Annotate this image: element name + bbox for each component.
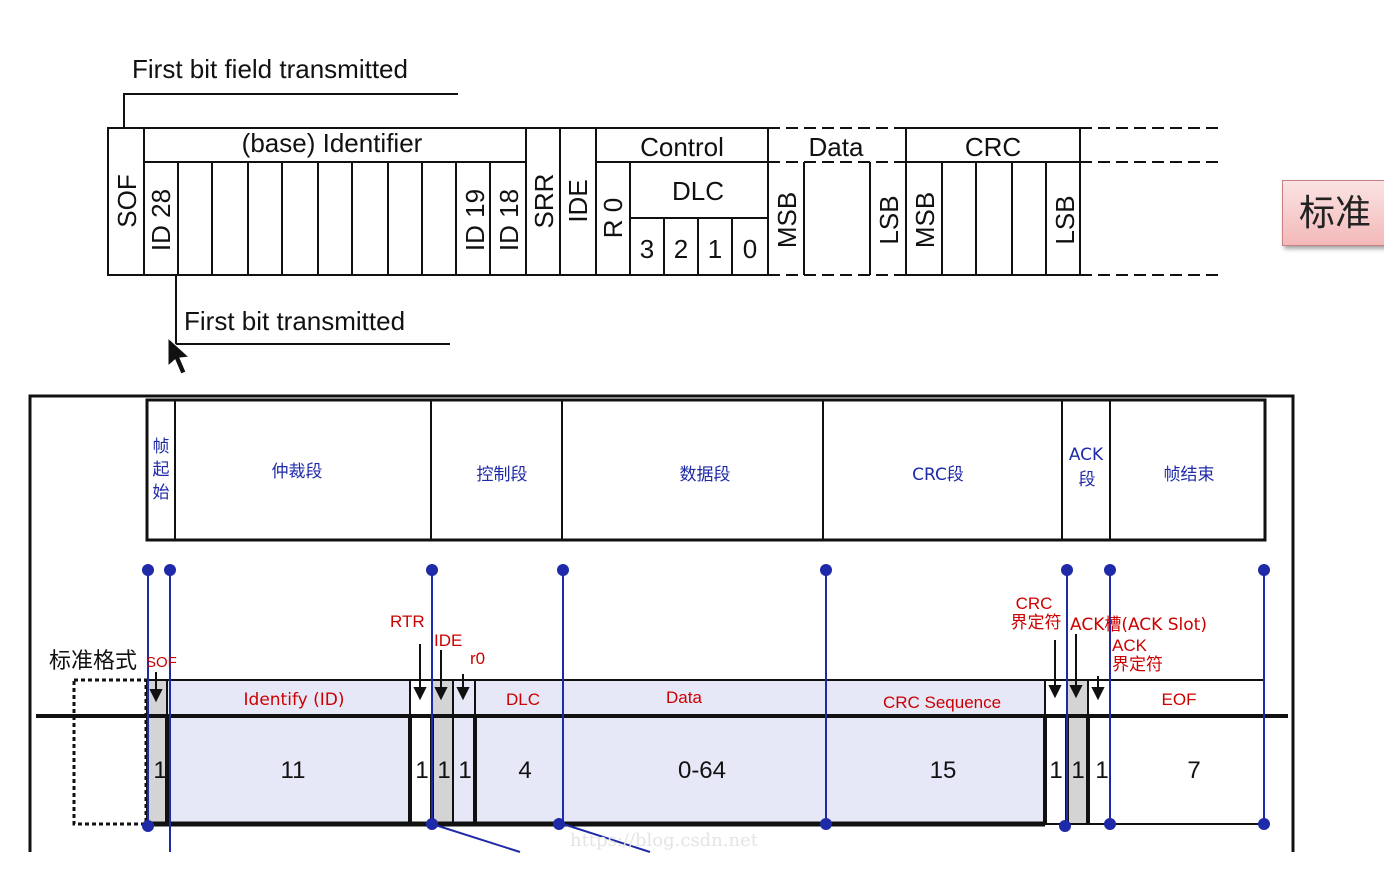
watermark: https://blog.csdn.net bbox=[570, 830, 759, 851]
rtr-bit-count: 1 bbox=[415, 757, 428, 784]
ack-slot-bit-count: 1 bbox=[1071, 757, 1084, 784]
id28-label: ID 28 bbox=[146, 189, 176, 251]
crc-msb-label: MSB bbox=[910, 192, 940, 248]
identify-field-label: Identify (ID) bbox=[244, 690, 345, 710]
ack-segment-label-1: ACK bbox=[1069, 445, 1104, 465]
bit-fields bbox=[72, 678, 1265, 826]
crc-delimiter-bit-count: 1 bbox=[1049, 757, 1062, 784]
base-identifier-label: (base) Identifier bbox=[242, 128, 423, 158]
data-segment-label: 数据段 bbox=[680, 465, 731, 485]
control-segment-label: 控制段 bbox=[477, 465, 528, 485]
ack-delimiter-bit-count: 1 bbox=[1095, 757, 1108, 784]
dlc-bit-count: 4 bbox=[518, 757, 531, 784]
sof-bit bbox=[146, 679, 168, 825]
top-labels: First bit field transmitted First bit tr… bbox=[112, 54, 1080, 336]
arbitration-segment-label: 仲裁段 bbox=[272, 462, 323, 482]
crc-delimiter-label-2: 界定符 bbox=[1011, 613, 1062, 633]
first-bit-label: First bit transmitted bbox=[184, 306, 405, 336]
control-label: Control bbox=[640, 132, 724, 162]
standard-badge: 标准 bbox=[1282, 180, 1384, 246]
id19-label: ID 19 bbox=[460, 189, 490, 251]
r0-label: R 0 bbox=[598, 198, 628, 238]
ide-arrow-icon bbox=[434, 687, 448, 701]
first-bit-field-label: First bit field transmitted bbox=[132, 54, 408, 84]
dlc-field-label: DLC bbox=[506, 690, 540, 709]
data-msb-label: MSB bbox=[772, 192, 802, 248]
mouse-cursor-icon bbox=[167, 336, 191, 375]
id18-label: ID 18 bbox=[494, 189, 524, 251]
data-bit-count: 0-64 bbox=[678, 757, 726, 784]
sof-arrow-icon bbox=[149, 689, 163, 703]
r0-bit bbox=[452, 679, 476, 825]
rtr-bit bbox=[409, 679, 433, 825]
r0-small-label: r0 bbox=[470, 649, 485, 668]
bit-arrows bbox=[149, 634, 1105, 703]
crc-delimiter-label-1: CRC bbox=[1016, 594, 1053, 613]
eof-bit-count: 7 bbox=[1187, 757, 1200, 784]
dlc-label: DLC bbox=[672, 176, 724, 206]
crc-segment-label: CRC段 bbox=[912, 465, 964, 485]
data-field bbox=[562, 679, 827, 825]
frame-end-segment-label: 帧结束 bbox=[1164, 465, 1215, 485]
top-frame-diagram bbox=[107, 93, 1222, 345]
segment-labels: 帧 起 始 仲裁段 控制段 数据段 CRC段 ACK 段 帧结束 bbox=[153, 437, 1215, 503]
eof-field-label: EOF bbox=[1162, 690, 1197, 709]
id-bit-count: 11 bbox=[281, 757, 306, 784]
idle-bus-box bbox=[72, 678, 148, 826]
crc-delimiter-bit bbox=[1044, 679, 1068, 825]
rtr-arrow-icon bbox=[413, 687, 427, 701]
srr-label: SRR bbox=[529, 174, 559, 229]
ide-bit bbox=[431, 679, 454, 825]
ack-slot-bit bbox=[1066, 679, 1089, 825]
identify-field bbox=[166, 679, 411, 825]
sof-label: SOF bbox=[112, 174, 142, 227]
segment-table bbox=[145, 398, 1267, 542]
ack-delimiter-label-1: ACK bbox=[1112, 636, 1148, 655]
data-label: Data bbox=[809, 132, 864, 162]
data-field-label: Data bbox=[666, 688, 702, 707]
crc-delimiter-arrow-icon bbox=[1048, 685, 1062, 699]
bit-counts: 标准格式 1 11 1 1 1 4 0-64 15 1 1 1 7 bbox=[49, 649, 1201, 784]
crc-sequence-field-label: CRC Sequence bbox=[883, 693, 1001, 712]
dlc-bit-2: 2 bbox=[674, 234, 688, 264]
sof-bit-count: 1 bbox=[153, 757, 166, 784]
crc-label: CRC bbox=[965, 132, 1021, 162]
crc-bit-count: 15 bbox=[930, 757, 957, 784]
standard-format-label: 标准格式 bbox=[49, 649, 137, 674]
rtr-label: RTR bbox=[390, 612, 425, 631]
r0-arrow-icon bbox=[456, 687, 470, 701]
frame-start-char-2: 起 bbox=[153, 460, 170, 480]
dlc-bit-1: 1 bbox=[708, 234, 722, 264]
dlc-bit-0: 0 bbox=[743, 234, 757, 264]
ide-label: IDE bbox=[563, 179, 593, 222]
ack-delimiter-arrow-icon bbox=[1091, 687, 1105, 701]
r0-bit-count: 1 bbox=[458, 757, 471, 784]
ack-delimiter-label-2: 界定符 bbox=[1112, 655, 1163, 675]
bottom-frame bbox=[28, 394, 1295, 852]
frame-start-char-3: 始 bbox=[153, 483, 170, 503]
ide-small-label: IDE bbox=[434, 631, 462, 650]
ide-bit-count: 1 bbox=[437, 757, 450, 784]
segment-markers bbox=[142, 564, 1270, 853]
crc-lsb-label: LSB bbox=[1050, 195, 1080, 244]
ack-slot-arrow-icon bbox=[1069, 685, 1083, 699]
sof-small-label: SOF bbox=[146, 654, 177, 671]
frame-start-char-1: 帧 bbox=[153, 437, 170, 457]
ack-delimiter-bit bbox=[1087, 679, 1111, 825]
ack-slot-label: ACK槽(ACK Slot) bbox=[1070, 615, 1207, 635]
bus-waveform bbox=[36, 714, 1288, 827]
bottom-red-labels: SOF RTR IDE r0 CRC 界定符 ACK槽(ACK Slot) AC… bbox=[146, 594, 1207, 712]
ack-segment-label-2: 段 bbox=[1079, 470, 1096, 490]
dlc-bit-3: 3 bbox=[640, 234, 654, 264]
data-lsb-label: LSB bbox=[874, 195, 904, 244]
